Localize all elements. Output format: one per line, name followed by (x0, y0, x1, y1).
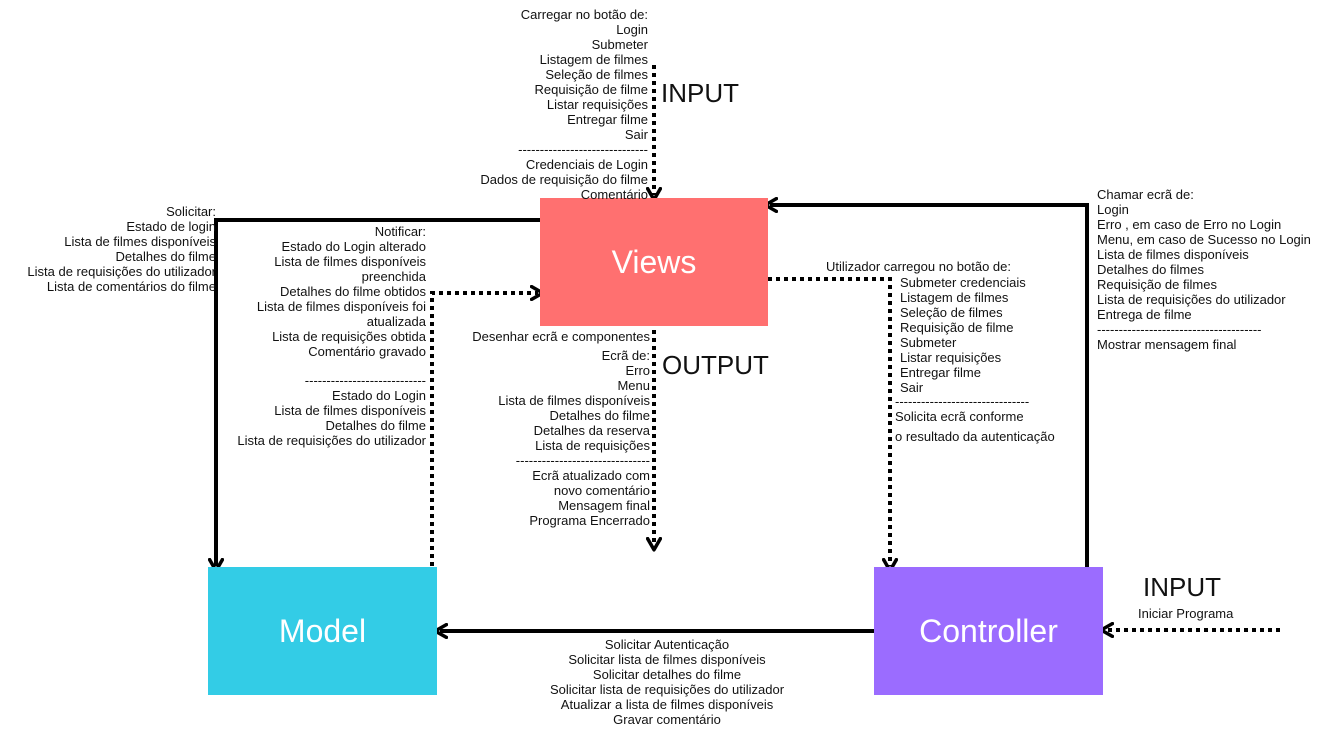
views-label: Views (611, 243, 697, 280)
views-to-controller-text: Submeter credenciais Listagem de filmes … (900, 275, 1026, 395)
views-to-model-arrow (216, 218, 540, 566)
views-to-model-text: Solicitar: Estado de login Lista de film… (27, 204, 216, 294)
model-box: Model (208, 567, 437, 695)
views-to-controller-arrow (768, 277, 890, 566)
controller-to-views-arrow (770, 205, 1089, 570)
views-box: Views (540, 198, 768, 326)
controller-box: Controller (874, 567, 1103, 695)
controller-input-label: INPUT (1143, 572, 1221, 602)
views-input-label: INPUT (661, 78, 739, 108)
views-to-controller-footer: ------------------------------- Solicita… (895, 394, 1055, 444)
views-input-text: Carregar no botão de: Login Submeter Lis… (480, 7, 648, 202)
views-output-text: Ecrã de: Erro Menu Lista de filmes dispo… (498, 348, 650, 528)
controller-to-model-text: Solicitar Autenticação Solicitar lista d… (549, 637, 785, 727)
model-to-views-arrow (430, 293, 538, 566)
controller-input-text: Iniciar Programa (1138, 606, 1234, 621)
model-to-views-text: Notificar: Estado do Login alterado List… (237, 224, 426, 448)
controller-to-views-text: Chamar ecrã de: Login Erro , em caso de … (1097, 187, 1311, 352)
views-output-header: Desenhar ecrã e componentes (472, 329, 650, 344)
views-output-label: OUTPUT (662, 350, 769, 380)
views-to-controller-header: Utilizador carregou no botão de: (826, 259, 1012, 274)
model-label: Model (278, 612, 367, 649)
controller-label: Controller (919, 612, 1058, 649)
